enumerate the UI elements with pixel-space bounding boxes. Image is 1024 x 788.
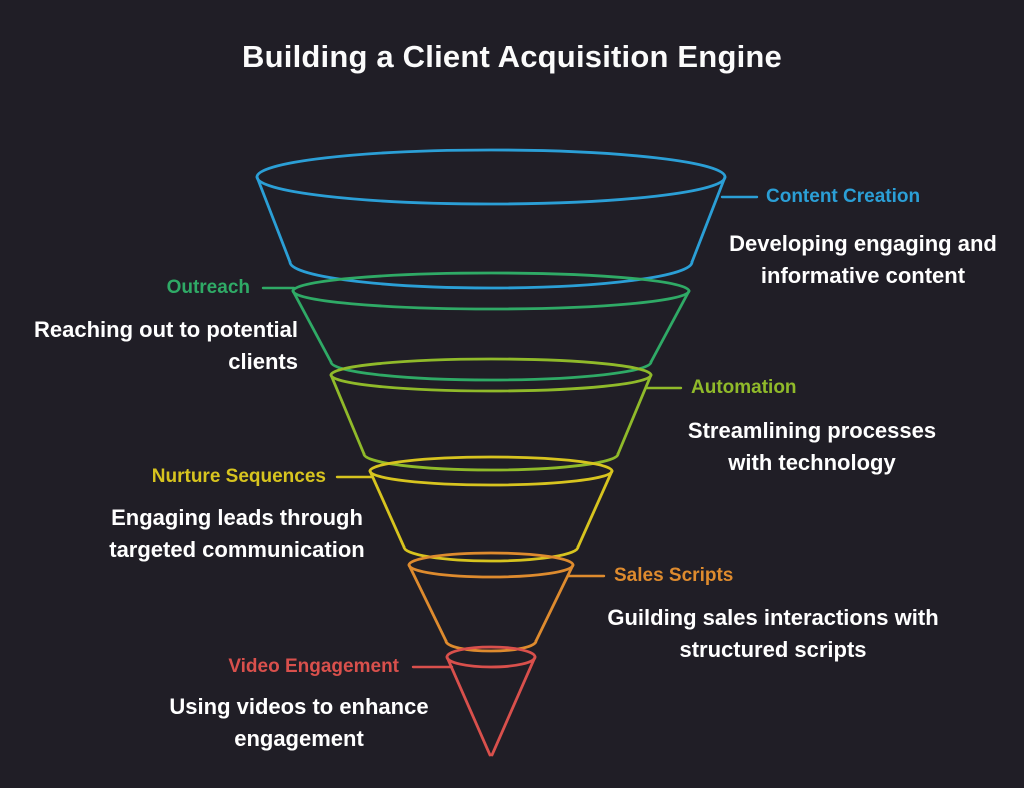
funnel-segment-sales-scripts: [407, 551, 575, 653]
description-line: Guilding sales interactions with: [607, 605, 939, 630]
stage-label-outreach: Outreach: [166, 277, 250, 298]
funnel-segment-outreach: [291, 271, 691, 382]
funnel-segment-video-engagement: [445, 645, 537, 757]
description-line: structured scripts: [679, 637, 867, 662]
description-line: Developing engaging and: [729, 231, 997, 256]
stage-label-content-creation: Content Creation: [766, 186, 921, 207]
stage-label-sales-scripts: Sales Scripts: [614, 565, 734, 586]
description-line: Streamlining processes: [687, 418, 937, 443]
stage-label-automation: Automation: [691, 377, 797, 398]
description-line: Reaching out to potential: [34, 317, 298, 342]
description-line: clients: [228, 349, 298, 374]
stage-label-video-engagement: Video Engagement: [228, 656, 399, 677]
page-title: Building a Client Acquisition Engine: [242, 39, 782, 74]
description-line: Using videos to enhance: [169, 694, 429, 719]
stage-description-nurture-sequences: Engaging leads through targeted communic…: [71, 502, 403, 566]
description-line: targeted communication: [109, 537, 365, 562]
stage-description-video-engagement: Using videos to enhance engagement: [134, 691, 464, 755]
description-line: informative content: [760, 263, 966, 288]
stage-description-content-creation: Developing engaging and informative cont…: [698, 228, 1024, 292]
description-line: with technology: [728, 450, 896, 475]
stage-description-sales-scripts: Guilding sales interactions with structu…: [583, 602, 963, 666]
stage-description-automation: Streamlining processes with technology: [647, 415, 977, 479]
funnel-segment-nurture-sequences: [368, 455, 614, 563]
description-line: Engaging leads through: [111, 505, 363, 530]
stage-label-nurture-sequences: Nurture Sequences: [151, 466, 326, 487]
stage-description-outreach: Reaching out to potential clients: [0, 314, 298, 378]
funnel-segment-content-creation: [255, 148, 727, 290]
description-line: engagement: [234, 726, 364, 751]
